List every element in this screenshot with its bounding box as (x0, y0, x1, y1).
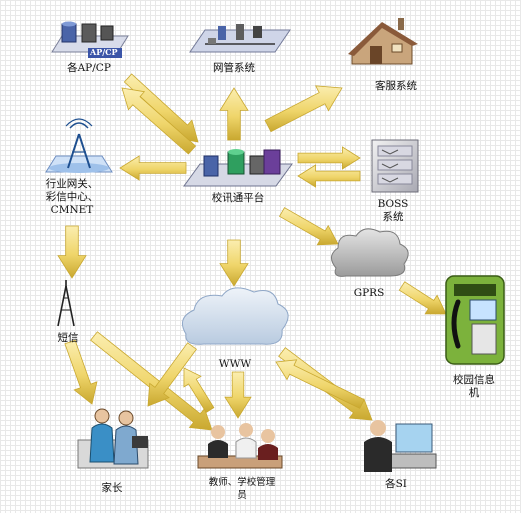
ap-cp-label: 各AP/CP (67, 62, 111, 74)
gprs-label: GPRS (353, 287, 385, 299)
arrow-si-to-www (275, 359, 365, 409)
arrow-boss-to-platform (297, 164, 361, 188)
si-label: 各SI (385, 478, 407, 490)
boss-label-line-2: 系统 (382, 211, 404, 223)
teachers-label-line-2: 员 (237, 490, 247, 501)
arrow-sms-to-teachers (90, 331, 213, 431)
arrow-platform-to-apcp (121, 87, 197, 155)
ap-cp-badge: AP/CP (90, 47, 118, 57)
arrow-www-to-teachers (224, 371, 252, 419)
platform-servers-icon (183, 149, 293, 187)
gprs-cloud-icon (331, 228, 409, 277)
arrow-platform-to-www (219, 239, 249, 287)
antenna-tower-icon (45, 118, 113, 173)
arrow-platform-to-nms (219, 87, 249, 141)
parents-icon (77, 408, 149, 469)
payphone-icon (445, 275, 505, 365)
network-management-icon (189, 24, 291, 53)
parents-label: 家长 (101, 482, 123, 494)
nms-label: 网管系统 (213, 62, 255, 74)
teachers-label-line-1: 教师、学校管理 (208, 477, 276, 488)
www-label: WWW (218, 358, 252, 370)
arrow-platform-to-gprs (278, 207, 339, 246)
boss-label-line-1: BOSS (377, 198, 409, 210)
platform-label: 校讯通平台 (211, 192, 265, 204)
arrow-sms-to-parents (64, 339, 98, 405)
connection-arrows (57, 73, 447, 431)
campus-phone-label-line-2: 机 (468, 387, 480, 399)
sms-label: 短信 (57, 332, 79, 344)
arrow-gateway-to-sms (57, 225, 87, 279)
arrow-www-to-parents (147, 342, 197, 407)
boss-rack-icon (371, 139, 419, 193)
customer-service-label: 客服系统 (375, 80, 417, 92)
meeting-icon (197, 423, 283, 469)
arrow-platform-to-boss (297, 146, 361, 170)
house-icon (348, 18, 418, 65)
server-rack-icon (51, 21, 129, 58)
arrow-apcp-to-platform (123, 73, 199, 143)
gateway-label-line-2: 彩信中心、 (45, 191, 99, 203)
arrow-teachers-to-www (183, 367, 215, 413)
arrow-platform-to-customer (264, 85, 343, 133)
gateway-label-line-1: 行业网关、 (45, 178, 99, 190)
gateway-label-line-3: CMNET (50, 204, 94, 216)
arrow-platform-to-gateway (119, 155, 187, 181)
www-cloud-icon (181, 287, 289, 345)
radio-mast-icon (57, 280, 75, 327)
arrow-gprs-to-phone (398, 281, 447, 315)
workstation-icon (364, 420, 437, 472)
campus-phone-label-line-1: 校园信息 (453, 374, 495, 386)
